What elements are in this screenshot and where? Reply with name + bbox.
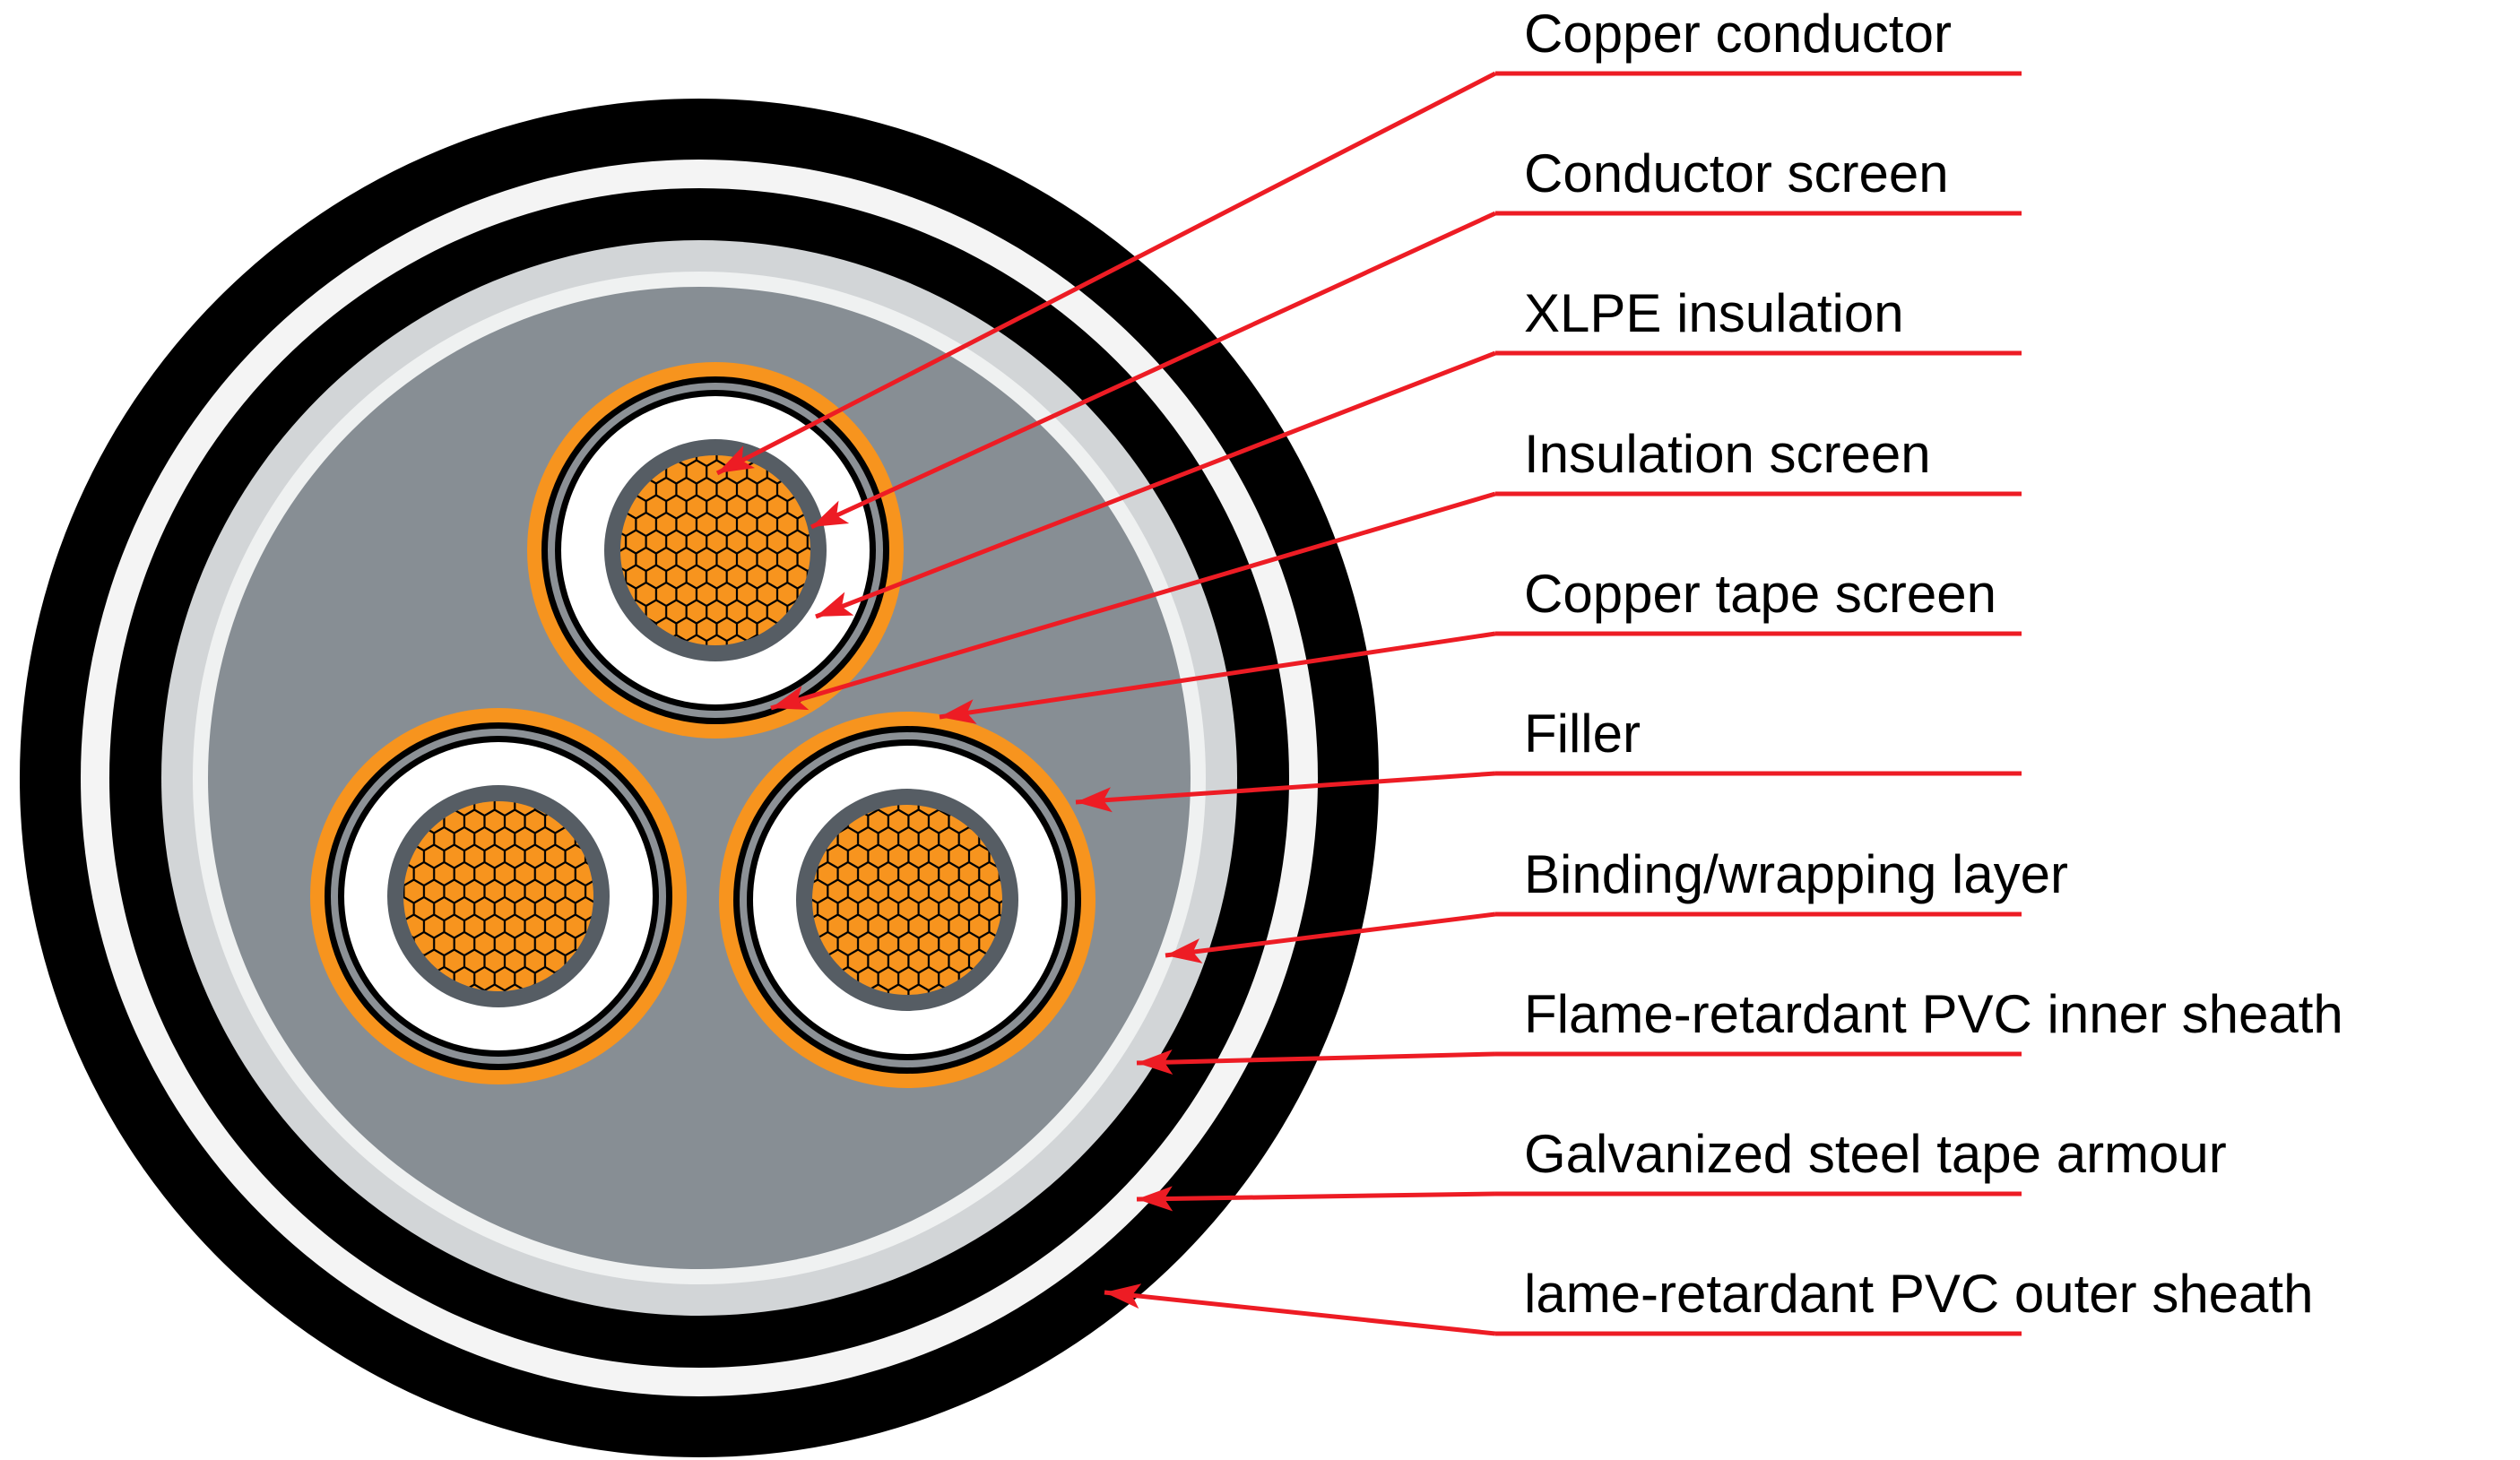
arrow-copper-tape-screen	[939, 631, 1496, 724]
label-copper-tape-screen: Copper tape screen	[1524, 564, 1996, 624]
core-bottom-left	[310, 708, 687, 1084]
callout-steel-tape-armour: Galvanized steel tape armour	[1136, 1124, 2227, 1212]
arrow-pvc-inner-sheath	[1136, 1050, 1496, 1075]
arrow-binding-wrapping-layer	[1165, 911, 1496, 963]
label-insulation-screen: Insulation screen	[1524, 424, 1931, 484]
copper-conductor	[620, 455, 810, 645]
arrow-pvc-outer-sheath	[1104, 1283, 1496, 1336]
callout-copper-tape-screen: Copper tape screen	[939, 564, 2022, 724]
label-pvc-outer-sheath: lame-retardant PVC outer sheath	[1524, 1264, 2313, 1324]
copper-conductor	[812, 805, 1002, 995]
label-copper-conductor: Copper conductor	[1524, 4, 1952, 64]
label-xlpe-insulation: XLPE insulation	[1524, 283, 1904, 343]
label-conductor-screen: Conductor screen	[1524, 143, 1949, 203]
arrow-conductor-screen	[810, 211, 1497, 530]
callout-pvc-inner-sheath: Flame-retardant PVC inner sheath	[1136, 984, 2343, 1075]
cable-body	[20, 99, 1379, 1457]
callouts: Copper conductor Conductor screen XLPE i…	[715, 4, 2343, 1336]
core-top	[527, 362, 904, 739]
callout-xlpe-insulation: XLPE insulation	[815, 283, 2022, 619]
label-binding-wrapping-layer: Binding/wrapping layer	[1524, 844, 2068, 904]
callout-pvc-outer-sheath: lame-retardant PVC outer sheath	[1104, 1264, 2313, 1336]
callout-binding-wrapping-layer: Binding/wrapping layer	[1165, 844, 2068, 963]
arrow-insulation-screen	[770, 491, 1496, 711]
core-bottom-right	[719, 712, 1095, 1088]
label-steel-tape-armour: Galvanized steel tape armour	[1524, 1124, 2227, 1184]
callout-copper-conductor: Copper conductor	[715, 4, 2022, 476]
callout-insulation-screen: Insulation screen	[770, 424, 2022, 711]
callout-conductor-screen: Conductor screen	[810, 143, 2022, 530]
arrow-xlpe-insulation	[815, 350, 1496, 619]
arrow-copper-conductor	[715, 71, 1497, 476]
arrow-steel-tape-armour	[1136, 1186, 1496, 1212]
callout-filler: Filler	[1075, 704, 2022, 813]
copper-conductor	[403, 801, 593, 991]
label-filler: Filler	[1524, 704, 1641, 764]
arrow-filler	[1075, 771, 1496, 813]
label-pvc-inner-sheath: Flame-retardant PVC inner sheath	[1524, 984, 2343, 1044]
